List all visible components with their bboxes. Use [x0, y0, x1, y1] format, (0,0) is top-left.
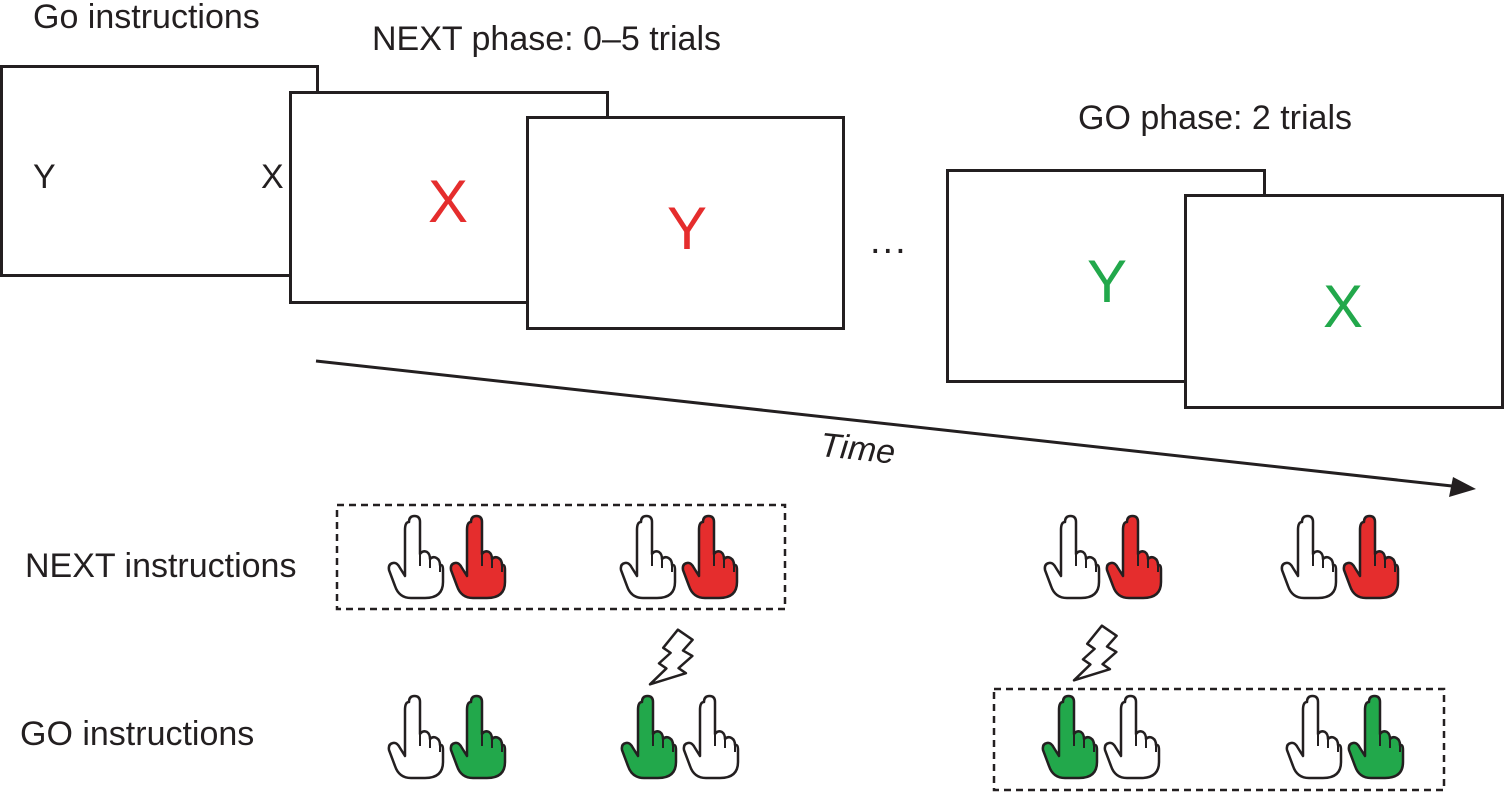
lightning-icon: [648, 628, 694, 686]
pointing-hand-icon: [1105, 514, 1163, 600]
pointing-hand-icon: [387, 694, 445, 780]
go-instructions-title: Go instructions: [33, 0, 260, 36]
pointing-hand-icon: [1342, 514, 1400, 600]
next-screen-1-letter: X: [428, 168, 469, 235]
pointing-hand-icon: [1347, 694, 1405, 780]
next-instructions-label: NEXT instructions: [25, 547, 297, 585]
pointing-hand-icon: [620, 694, 678, 780]
pointing-hand-icon: [387, 514, 445, 600]
pointing-hand-icon: [1103, 694, 1161, 780]
go-screen-1-letter: Y: [1087, 248, 1128, 315]
pointing-hand-icon: [449, 514, 507, 600]
pointing-hand-icon: [449, 694, 507, 780]
time-arrow-line: [315, 359, 1453, 488]
instruction-right-letter: X: [261, 158, 284, 196]
go-phase-title: GO phase: 2 trials: [1078, 99, 1353, 137]
next-phase-title: NEXT phase: 0–5 trials: [372, 20, 721, 58]
next-screen-2-letter: Y: [667, 195, 708, 262]
go-instructions-label: GO instructions: [20, 715, 255, 753]
next-screen-2: Y: [526, 116, 845, 330]
pointing-hand-icon: [1280, 514, 1338, 600]
instruction-left-letter: Y: [33, 158, 56, 196]
go-screen-2-letter: X: [1323, 273, 1364, 340]
pointing-hand-icon: [1041, 694, 1099, 780]
pointing-hand-icon: [1285, 694, 1343, 780]
time-label: Time: [818, 426, 898, 472]
time-arrow-head: [1449, 477, 1476, 497]
pointing-hand-icon: [1043, 514, 1101, 600]
pointing-hand-icon: [619, 514, 677, 600]
ellipsis: ...: [870, 220, 908, 262]
lightning-icon: [1072, 624, 1118, 682]
pointing-hand-icon: [681, 514, 739, 600]
pointing-hand-icon: [682, 694, 740, 780]
go-screen-2: X: [1184, 194, 1504, 409]
